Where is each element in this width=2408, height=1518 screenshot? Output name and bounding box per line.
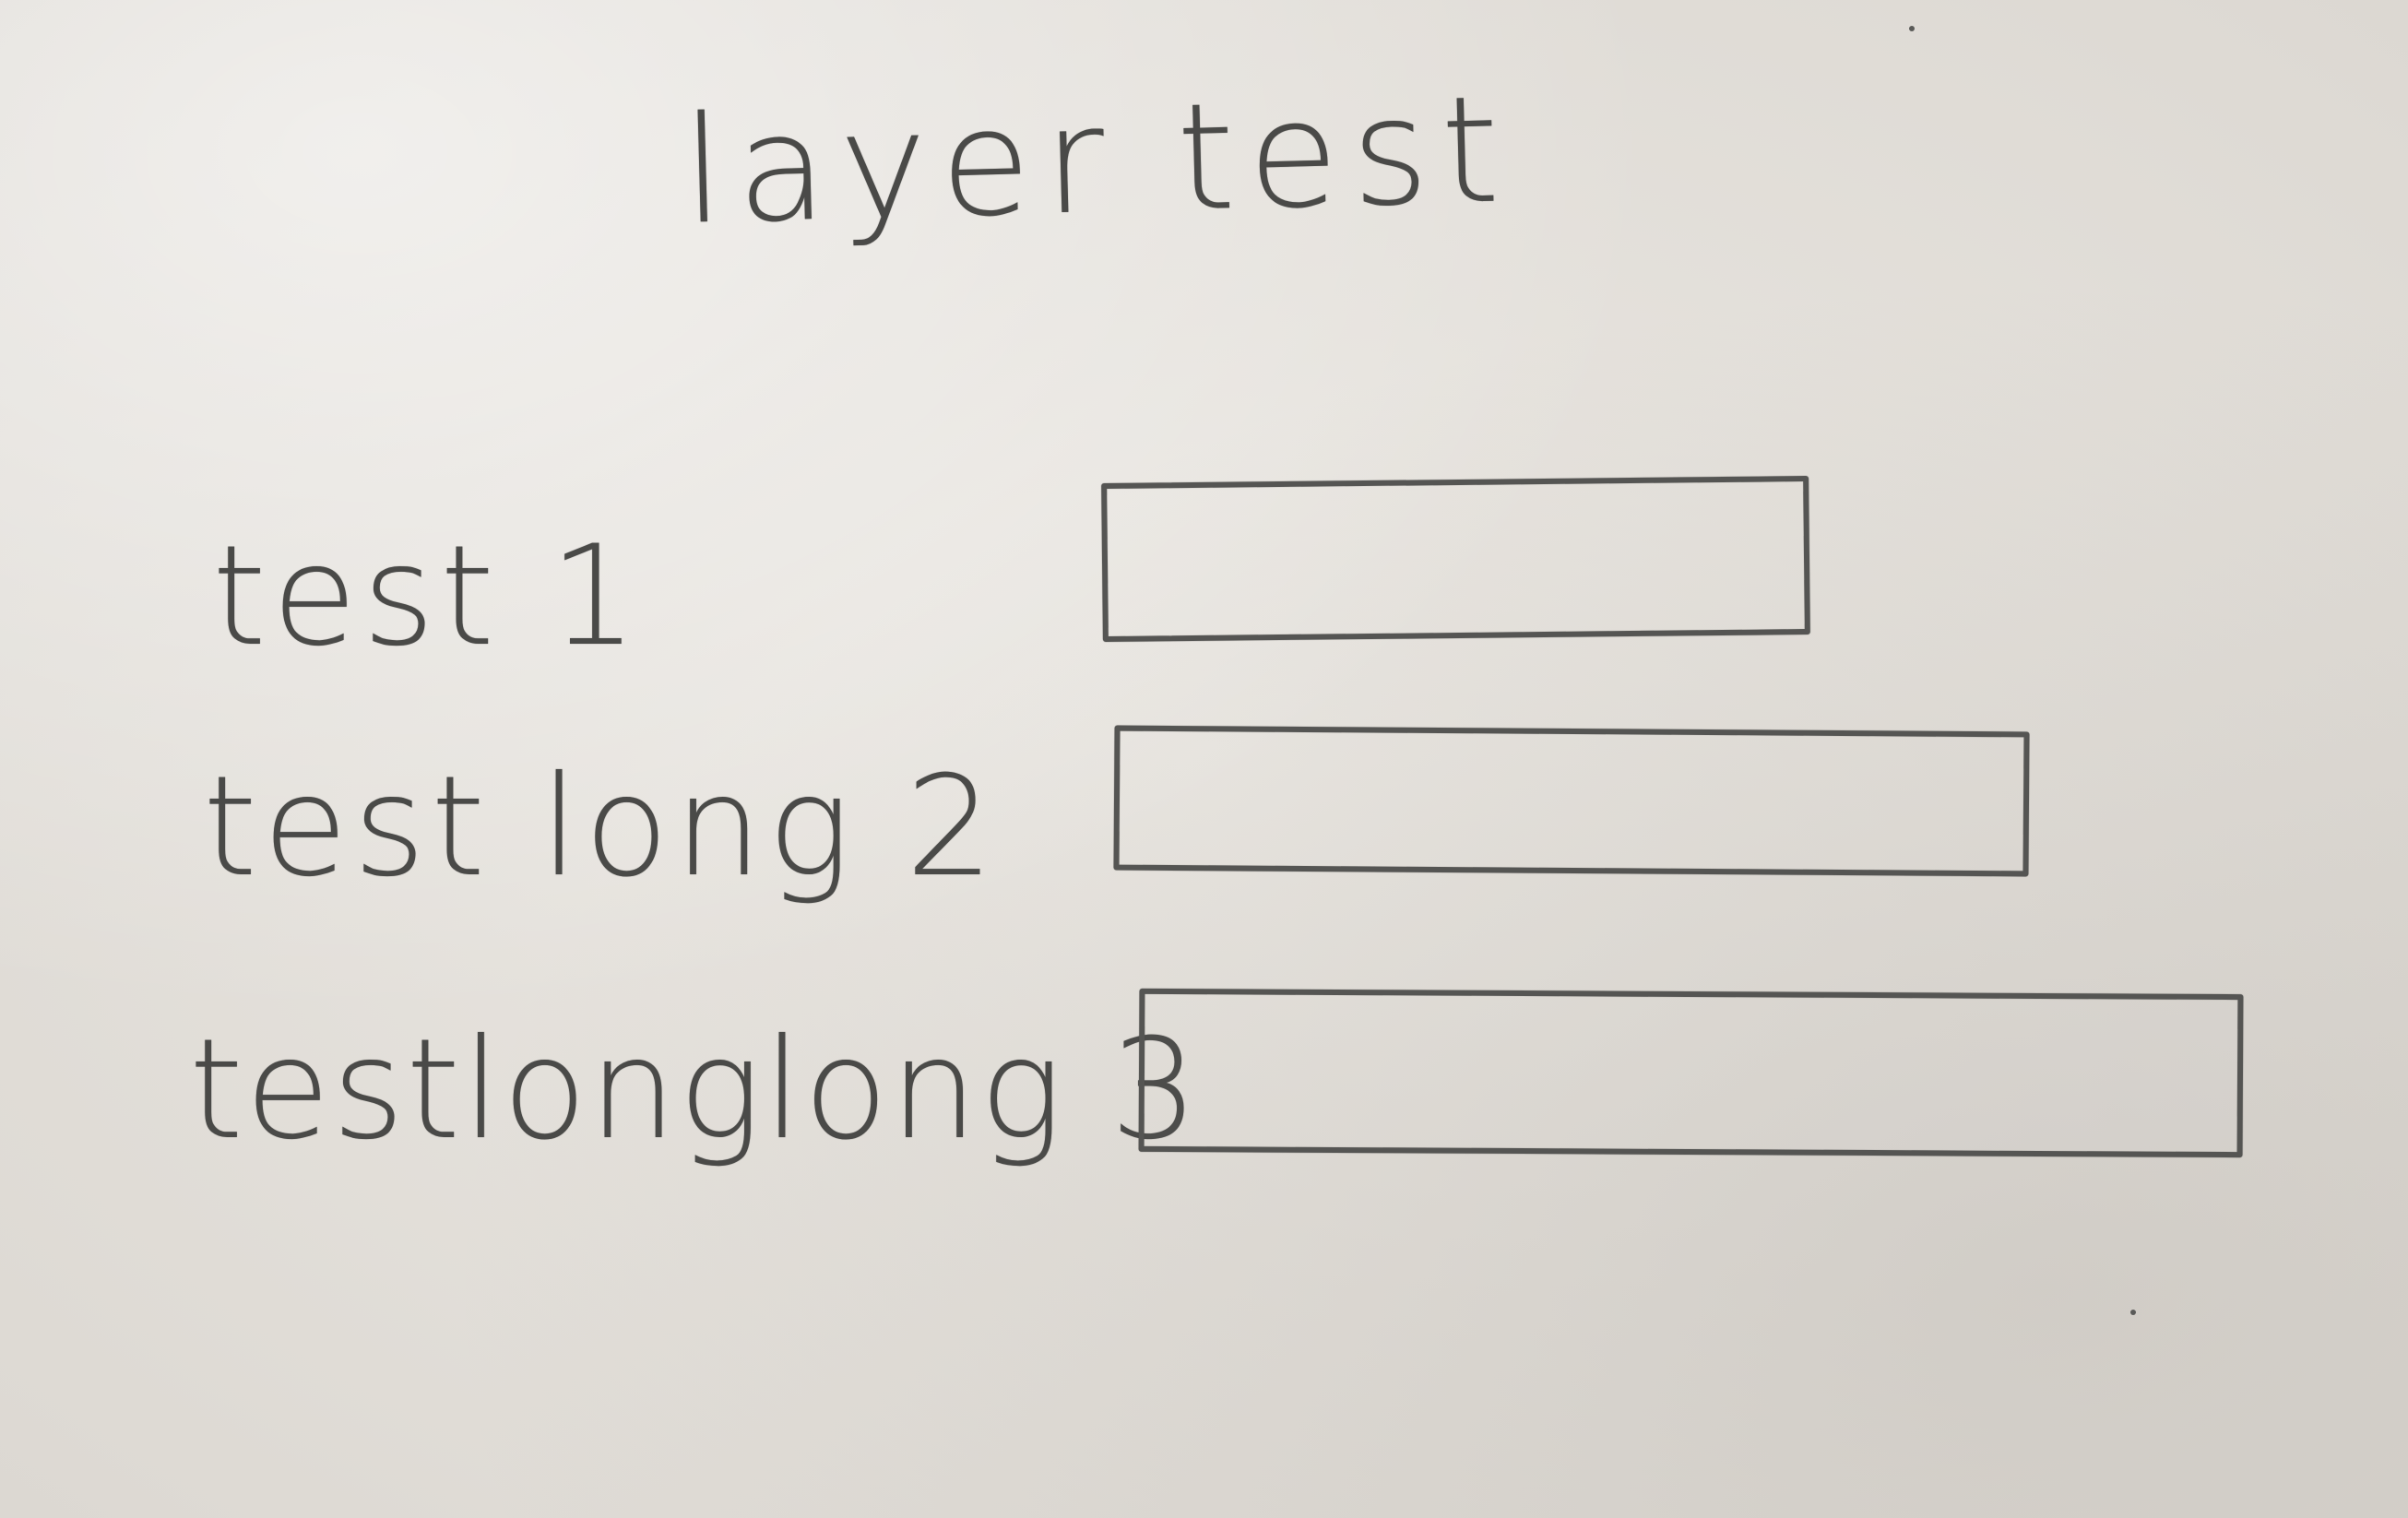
field-label-3: testlonglong 3 [189,1010,1201,1170]
pencil-speck [2130,1310,2136,1315]
page-title: layer test [680,63,1514,257]
pencil-speck [1909,26,1915,31]
text-input-2[interactable] [1113,725,2030,877]
field-label-2: test long 2 [203,747,1000,907]
field-label-1: test 1 [212,516,644,677]
text-input-3[interactable] [1138,988,2244,1158]
text-input-1[interactable] [1101,475,1810,643]
